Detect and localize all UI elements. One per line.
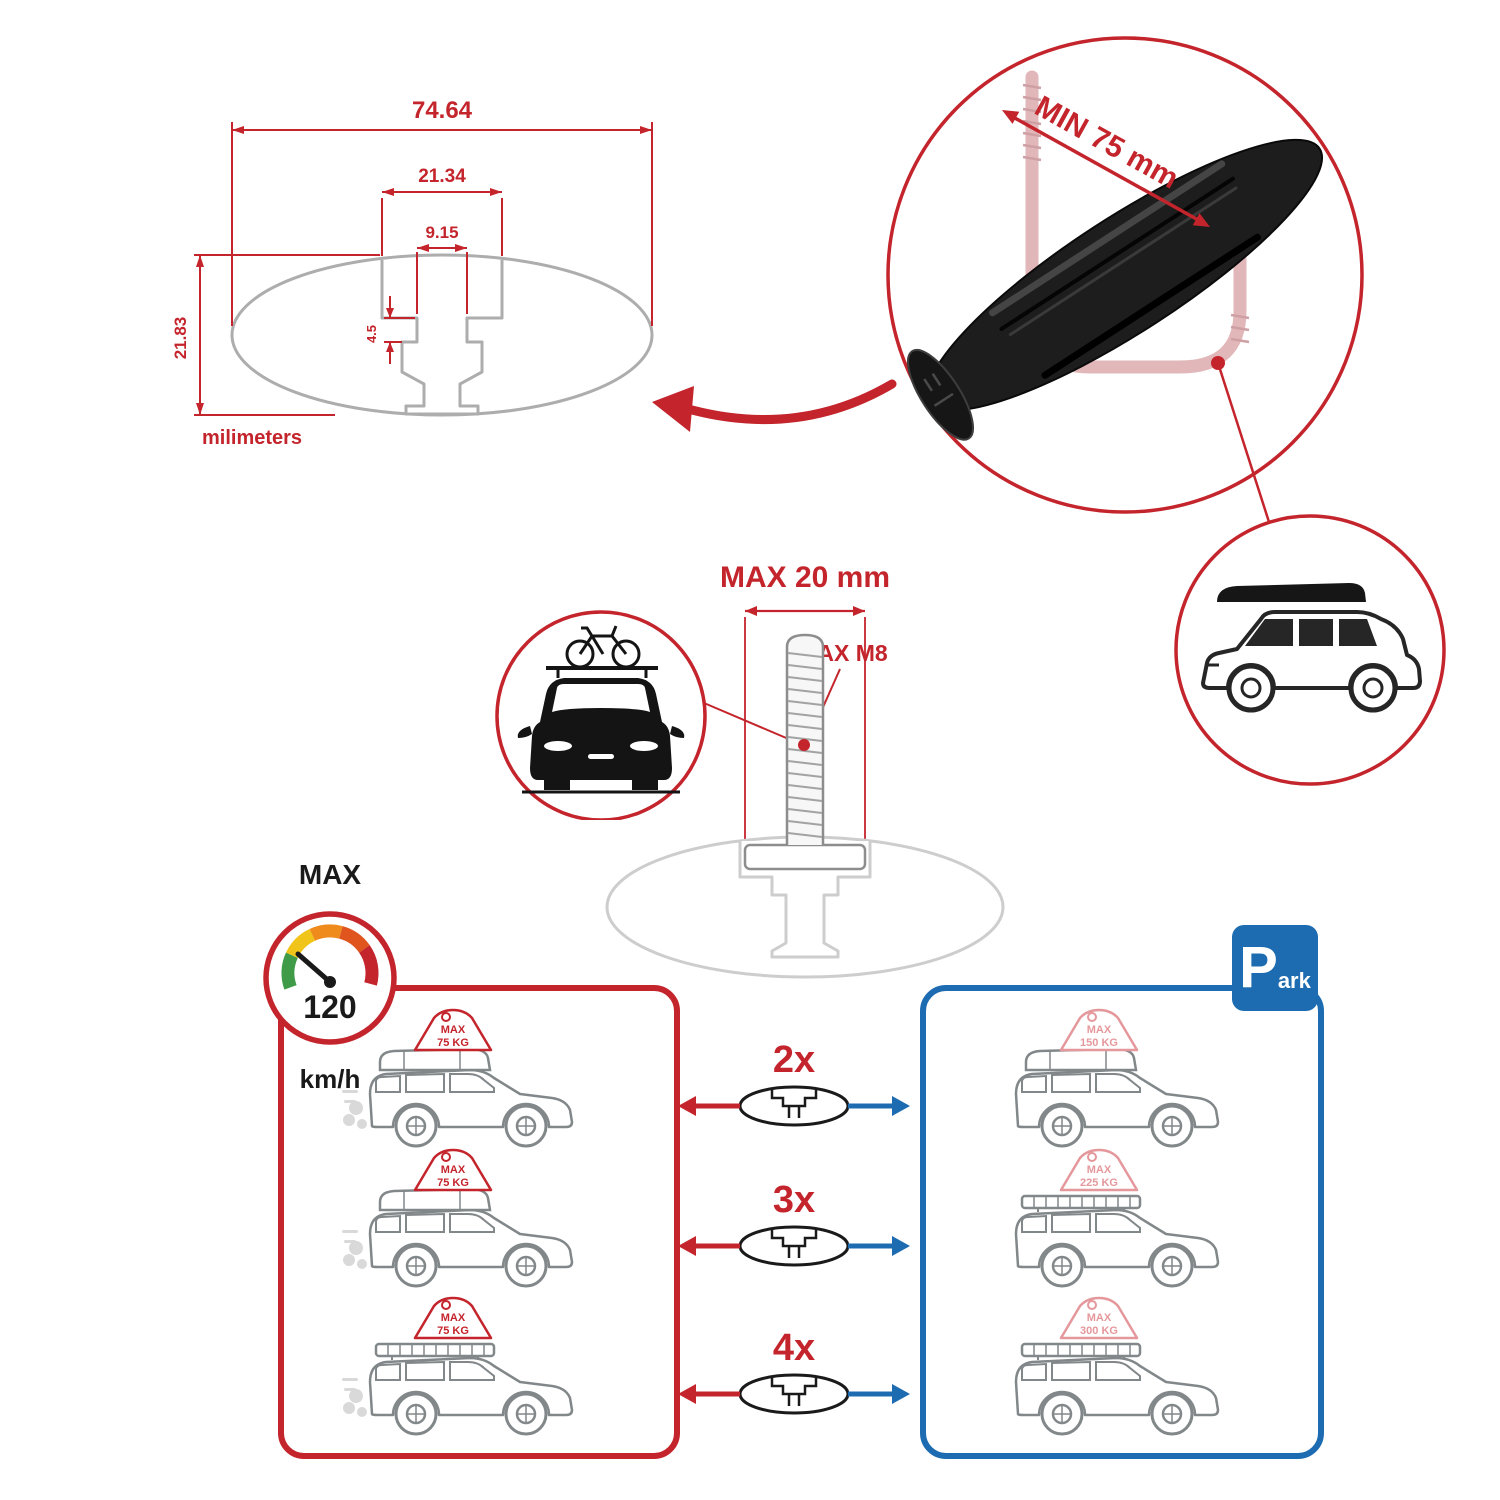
tag-line2: 75 KG (437, 1037, 469, 1049)
min-span-dimension (1002, 110, 1210, 227)
load-tag-driving-row1: MAX 75 KG (413, 1008, 493, 1052)
tag-line1: MAX (1087, 1164, 1112, 1176)
tag-line2: 225 KG (1080, 1177, 1118, 1189)
qty-label: 2x (773, 1039, 815, 1081)
tag-line2: 300 KG (1080, 1325, 1118, 1337)
tag-line1: MAX (441, 1312, 466, 1324)
dim-height: 21.83 (171, 317, 190, 360)
suv-roofbox-circle (1174, 514, 1446, 786)
qty-row3: 4x (678, 1327, 910, 1415)
dim-slot-depth: 4.5 (364, 325, 379, 343)
exhaust-smoke (342, 1090, 367, 1129)
gauge-pivot (324, 976, 336, 988)
bolt-dimension-lines (744, 609, 866, 841)
qty-label: 3x (773, 1179, 815, 1221)
cross-section-diagram: 74.64 21.34 9.15 4.5 21.83 milimeters (171, 97, 654, 449)
driving-car-row3 (342, 1318, 602, 1436)
pointer-arrow (652, 379, 897, 432)
speed-max-label: MAX (299, 859, 362, 890)
suv-with-roofbox (1201, 583, 1422, 713)
dim-channel-width: 21.34 (418, 166, 466, 187)
driving-car-row2 (342, 1170, 602, 1288)
tag-line1: MAX (1087, 1024, 1112, 1036)
qty-label: 4x (773, 1327, 815, 1369)
dim-total-width: 74.64 (412, 97, 473, 124)
thread-dot (798, 739, 810, 751)
dim-slot-width: 9.15 (425, 223, 458, 242)
tag-line1: MAX (441, 1024, 466, 1036)
driving-car-row1 (342, 1030, 602, 1148)
tag-line2: 150 KG (1080, 1037, 1118, 1049)
bolt-diagram: MAX 20 mm MAX M8 (605, 561, 1005, 979)
dimension-arrowheads (196, 126, 652, 415)
load-tag-parked-row2: MAX 225 KG (1059, 1148, 1139, 1192)
load-tag-parked-row1: MAX 150 KG (1059, 1008, 1139, 1052)
park-sign-ark: ark (1277, 968, 1311, 993)
car-front-circle (495, 610, 707, 820)
arrowhead (652, 386, 694, 432)
tag-line2: 75 KG (437, 1325, 469, 1337)
speed-value: 120 (303, 989, 356, 1025)
qty-row1: 2x (678, 1039, 910, 1127)
callout-leader (1216, 362, 1271, 523)
gauge-needle (295, 951, 333, 985)
qty-row2: 3x (678, 1179, 910, 1267)
speed-units: km/h (300, 1064, 361, 1094)
bar-end-face (906, 348, 974, 441)
units-label: milimeters (202, 427, 302, 449)
t-plate (743, 843, 867, 871)
park-sign-p: P (1239, 935, 1278, 1000)
bolt-width-label: MAX 20 mm (720, 561, 890, 594)
exhaust-smoke (342, 1378, 367, 1417)
tag-line2: 75 KG (437, 1177, 469, 1189)
load-tag-driving-row3: MAX 75 KG (413, 1296, 493, 1340)
tag-line1: MAX (1087, 1312, 1112, 1324)
gauge-arcs (281, 924, 379, 990)
rack-posts (556, 668, 648, 678)
exhaust-smoke (342, 1230, 367, 1269)
load-tag-driving-row2: MAX 75 KG (413, 1148, 493, 1192)
bolt-shaft (785, 633, 825, 845)
crossbar-3d (906, 138, 1324, 441)
car-front-silhouette (517, 678, 685, 794)
park-sign: P ark (1232, 925, 1318, 1011)
tag-line1: MAX (441, 1164, 466, 1176)
load-tag-parked-row3: MAX 300 KG (1059, 1296, 1139, 1340)
dimension-lines (194, 122, 653, 416)
speed-gauge: MAX 120 km/h (263, 859, 397, 1094)
bar-detail-circle: MIN 75 mm (886, 36, 1364, 523)
bolt-dimension-arrowheads (745, 606, 865, 616)
t-slot-profile (380, 260, 504, 416)
circle-leader-line (703, 702, 799, 744)
